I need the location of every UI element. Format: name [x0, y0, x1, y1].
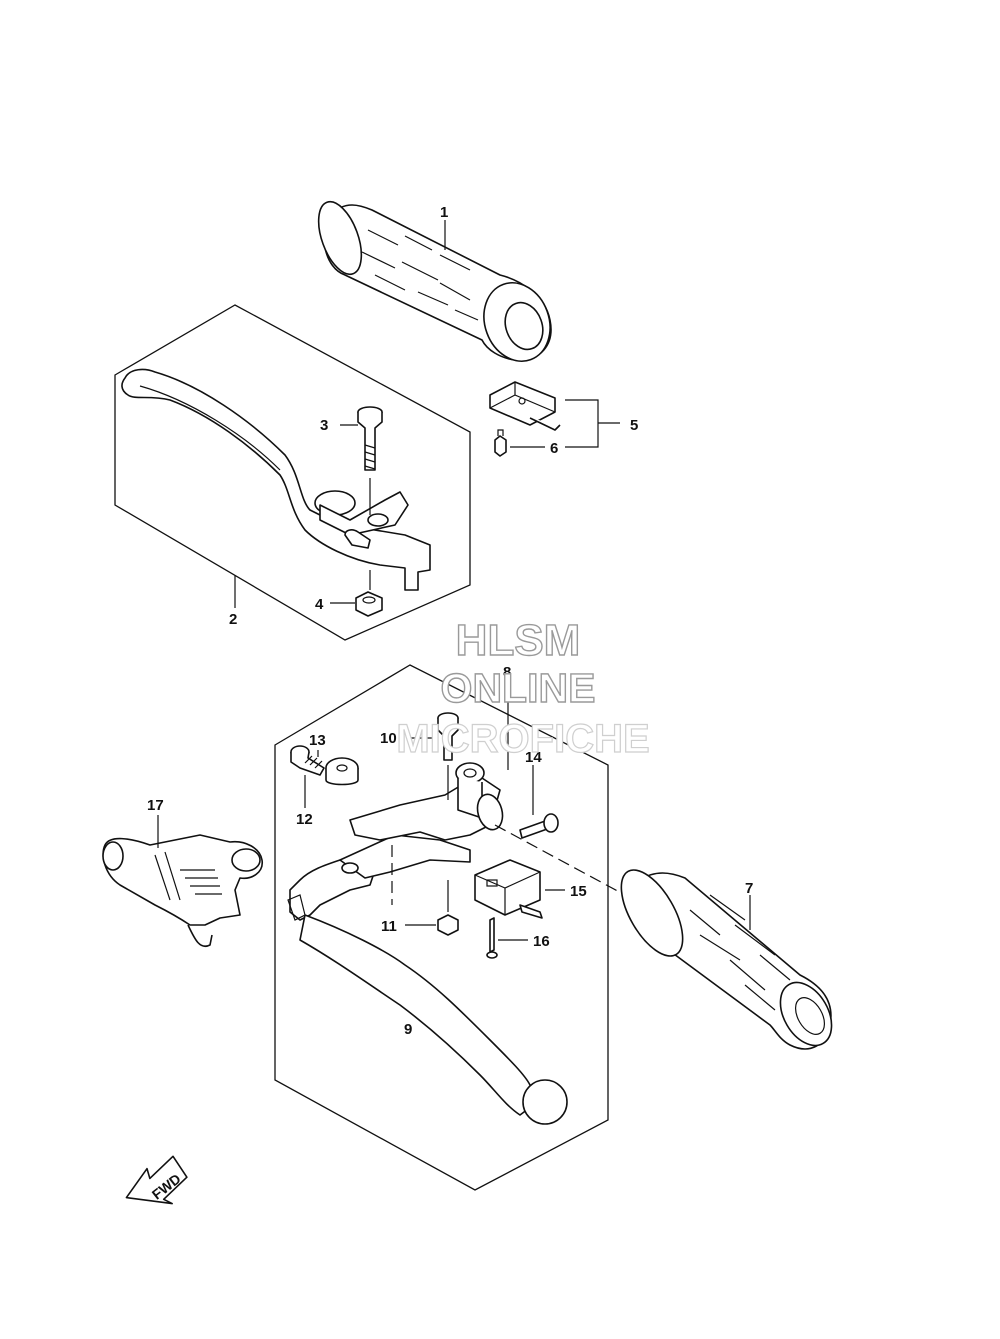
callout-12: 12 — [296, 811, 313, 828]
lever-part-9 — [287, 834, 568, 1125]
adjuster-part-13 — [317, 750, 359, 786]
bolt-part-14 — [494, 765, 626, 896]
callout-2: 2 — [229, 611, 237, 628]
grip-part-7 — [620, 869, 833, 1050]
callout-5: 5 — [630, 417, 638, 434]
watermark-line-3: MICROFICHE — [396, 717, 649, 761]
switch-part-17 — [102, 815, 263, 947]
callout-17: 17 — [147, 797, 164, 814]
callout-10: 10 — [380, 730, 397, 747]
callout-3: 3 — [320, 417, 328, 434]
callout-9: 9 — [404, 1021, 412, 1038]
frame-lever-9 — [274, 664, 609, 1191]
callout-15: 15 — [570, 883, 587, 900]
callout-11: 11 — [381, 918, 397, 935]
callout-6: 6 — [550, 440, 558, 457]
watermark-line-1: HLSM — [456, 616, 581, 665]
fwd-arrow — [125, 1155, 188, 1205]
grip-part-1 — [317, 200, 552, 362]
callout-4: 4 — [315, 596, 324, 613]
screw-part-12 — [290, 745, 325, 808]
callout-13: 13 — [309, 732, 326, 749]
screw-part-16 — [486, 917, 528, 959]
holder-part-8 — [349, 680, 509, 841]
watermark-line-2: ONLINE — [441, 665, 596, 711]
screw-part-6 — [494, 429, 507, 457]
callout-16: 16 — [533, 933, 550, 950]
lever-part-2 — [121, 368, 431, 591]
bolt-part-10 — [410, 712, 459, 800]
leaders-5-6 — [510, 399, 620, 448]
callout-7: 7 — [745, 880, 753, 897]
frame-lever-2 — [114, 304, 471, 641]
switch-part-5 — [489, 381, 561, 431]
switch-part-15 — [474, 859, 565, 919]
callout-1: 1 — [440, 204, 448, 221]
bolt-part-3 — [340, 406, 383, 515]
nut-part-11 — [391, 845, 459, 936]
callout-14: 14 — [525, 749, 542, 766]
callout-8: 8 — [503, 664, 511, 681]
nut-part-4 — [330, 570, 383, 617]
